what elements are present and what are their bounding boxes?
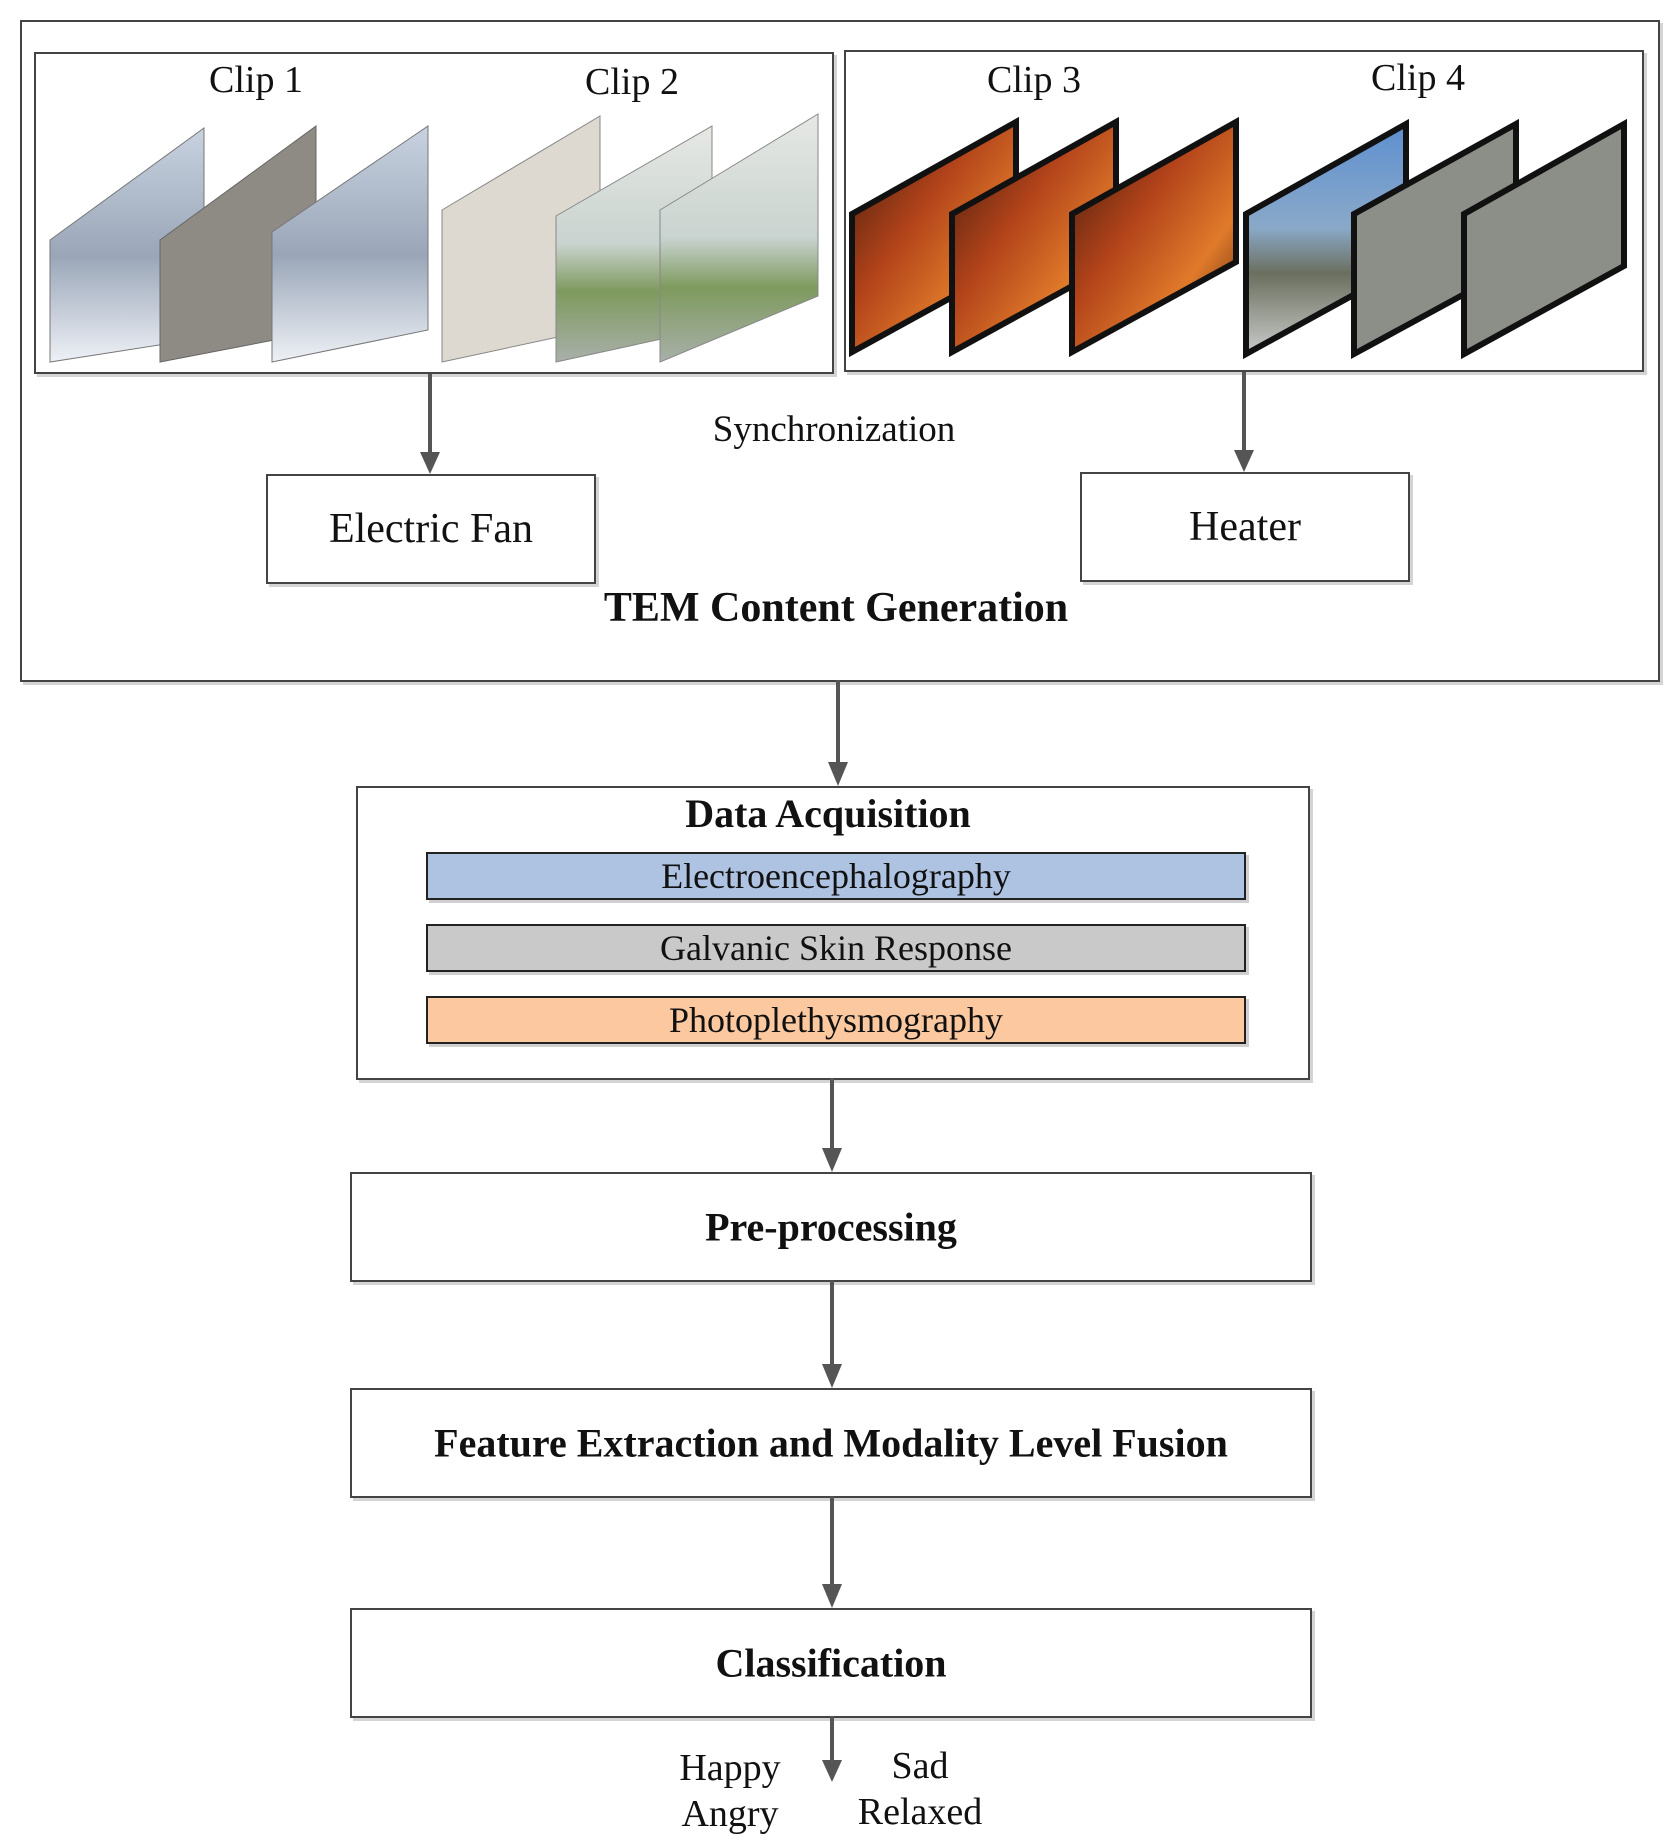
signal-ppg-label: Photoplethysmography (669, 1000, 1003, 1040)
clip3-frame-3 (1069, 116, 1239, 358)
tem-title: TEM Content Generation (603, 585, 1069, 631)
clip-3-label: Clip 3 (987, 59, 1081, 101)
signal-eeg-bar: Electroencephalography (426, 852, 1246, 900)
signal-gsr-label: Galvanic Skin Response (660, 928, 1012, 968)
emotion-angry: Angry (681, 1793, 779, 1835)
clip4-frame-3 (1461, 118, 1627, 360)
clip-2-label: Clip 2 (585, 61, 679, 103)
preprocessing-box: Pre-processing (350, 1172, 1312, 1282)
emotion-relaxed: Relaxed (857, 1791, 983, 1833)
signal-ppg-bar: Photoplethysmography (426, 996, 1246, 1044)
clip-4-label: Clip 4 (1371, 57, 1465, 99)
synchronization-label: Synchronization (712, 409, 956, 450)
feature-extraction-label: Feature Extraction and Modality Level Fu… (434, 1420, 1228, 1466)
emotion-sad: Sad (891, 1745, 949, 1787)
classification-label: Classification (715, 1640, 947, 1686)
clip-1-label: Clip 1 (209, 59, 303, 101)
signal-eeg-label: Electroencephalography (661, 856, 1011, 896)
signal-gsr-bar: Galvanic Skin Response (426, 924, 1246, 972)
heater-box: Heater (1080, 472, 1410, 582)
preprocessing-label: Pre-processing (705, 1204, 957, 1250)
heater-label: Heater (1189, 504, 1301, 550)
data-acquisition-title: Data Acquisition (685, 791, 971, 836)
clip1-frame-3 (271, 125, 429, 363)
clip2-frame-3 (659, 113, 819, 363)
electric-fan-label: Electric Fan (328, 506, 534, 552)
emotion-happy: Happy (679, 1747, 781, 1789)
electric-fan-box: Electric Fan (266, 474, 596, 584)
